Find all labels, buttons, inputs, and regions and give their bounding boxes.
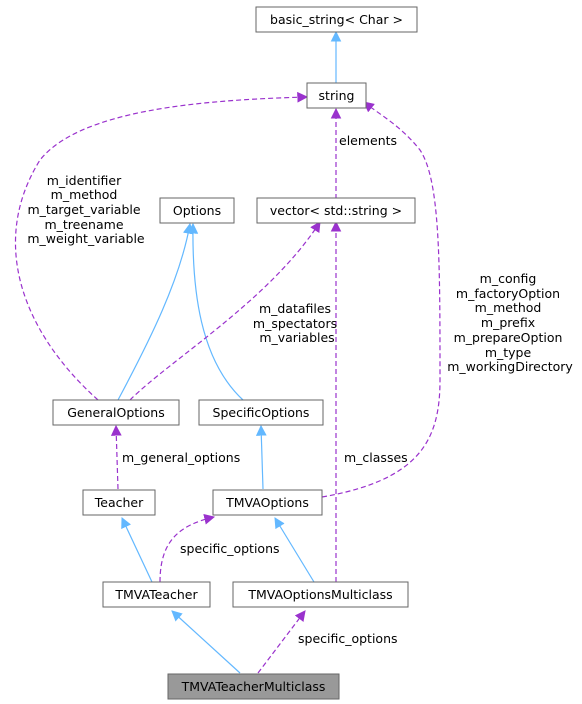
- edge-specific-options-to-options: [187, 222, 244, 401]
- label-general-to-string: m_identifier m_method m_target_variable …: [27, 173, 145, 246]
- edge-tmva-teacher-multiclass-to-tmva-teacher: [171, 610, 241, 674]
- node-teacher-label: Teacher: [94, 495, 144, 510]
- node-tmva-options-multiclass-label: TMVAOptionsMulticlass: [247, 587, 392, 602]
- label-m-config: m_config: [480, 271, 537, 286]
- node-string-label: string: [319, 88, 355, 103]
- edge-teacher-to-general-options: [110, 424, 122, 490]
- node-options[interactable]: Options: [159, 197, 235, 224]
- edge-tmva-teacher-to-tmva-options: [159, 513, 216, 583]
- label-m-method: m_method: [51, 187, 118, 202]
- label-general-to-vector: m_datafiles m_spectators m_variables: [253, 301, 341, 345]
- label-m-method-2: m_method: [475, 300, 542, 315]
- label-specific-options-teacher: specific_options: [180, 541, 280, 556]
- label-m-working-directory: m_workingDirectory: [447, 359, 573, 374]
- node-options-label: Options: [173, 203, 221, 218]
- label-m-variables: m_variables: [259, 330, 334, 345]
- node-vector[interactable]: vector< std::string >: [256, 197, 416, 224]
- edge-tmva-teacher-to-teacher: [121, 517, 153, 583]
- node-tmva-teacher[interactable]: TMVATeacher: [102, 581, 211, 608]
- node-specific-options-label: SpecificOptions: [213, 405, 310, 420]
- node-tmva-options-label: TMVAOptions: [225, 495, 309, 510]
- edge-general-options-to-options: [117, 222, 194, 401]
- node-tmva-options-multiclass[interactable]: TMVAOptionsMulticlass: [232, 581, 409, 608]
- label-specific-options-multiclass: specific_options: [298, 631, 398, 646]
- edge-general-options-to-vector: [129, 221, 321, 401]
- node-tmva-teacher-multiclass-label: TMVATeacherMulticlass: [181, 679, 326, 694]
- label-m-identifier: m_identifier: [47, 173, 122, 188]
- label-m-classes: m_classes: [344, 450, 408, 465]
- edge-tmva-teacher-multiclass-to-tmva-options-multiclass: [257, 610, 306, 674]
- node-specific-options[interactable]: SpecificOptions: [198, 399, 324, 426]
- edge-general-options-to-string: [14, 91, 309, 401]
- node-string[interactable]: string: [306, 82, 367, 109]
- node-teacher[interactable]: Teacher: [82, 489, 156, 516]
- label-m-type: m_type: [485, 345, 532, 360]
- label-m-treename: m_treename: [44, 217, 123, 232]
- label-m-spectators: m_spectators: [253, 316, 337, 331]
- node-tmva-teacher-multiclass[interactable]: TMVATeacherMulticlass: [167, 673, 340, 700]
- node-basic-string[interactable]: basic_string< Char >: [255, 6, 418, 33]
- label-m-general-options: m_general_options: [122, 450, 240, 465]
- edge-tmva-options-to-string: [321, 101, 441, 498]
- label-tmva-options-to-string: m_config m_factoryOption m_method m_pref…: [447, 271, 573, 374]
- label-elements: elements: [339, 133, 397, 148]
- node-general-options[interactable]: GeneralOptions: [52, 399, 180, 426]
- label-m-datafiles: m_datafiles: [259, 301, 331, 316]
- node-tmva-teacher-label: TMVATeacher: [114, 587, 198, 602]
- node-general-options-label: GeneralOptions: [67, 405, 165, 420]
- label-m-factory-option: m_factoryOption: [456, 286, 560, 301]
- label-m-prefix: m_prefix: [481, 315, 535, 330]
- node-vector-label: vector< std::string >: [270, 203, 402, 218]
- label-m-weight-variable: m_weight_variable: [27, 231, 145, 246]
- label-m-target-variable: m_target_variable: [27, 202, 140, 217]
- edge-tmva-options-to-specific-options: [255, 424, 267, 490]
- node-tmva-options[interactable]: TMVAOptions: [212, 489, 323, 516]
- node-basic-string-label: basic_string< Char >: [270, 12, 403, 27]
- label-m-prepare-option: m_prepareOption: [454, 330, 563, 345]
- edge-tmva-options-multiclass-to-tmva-options: [274, 517, 315, 583]
